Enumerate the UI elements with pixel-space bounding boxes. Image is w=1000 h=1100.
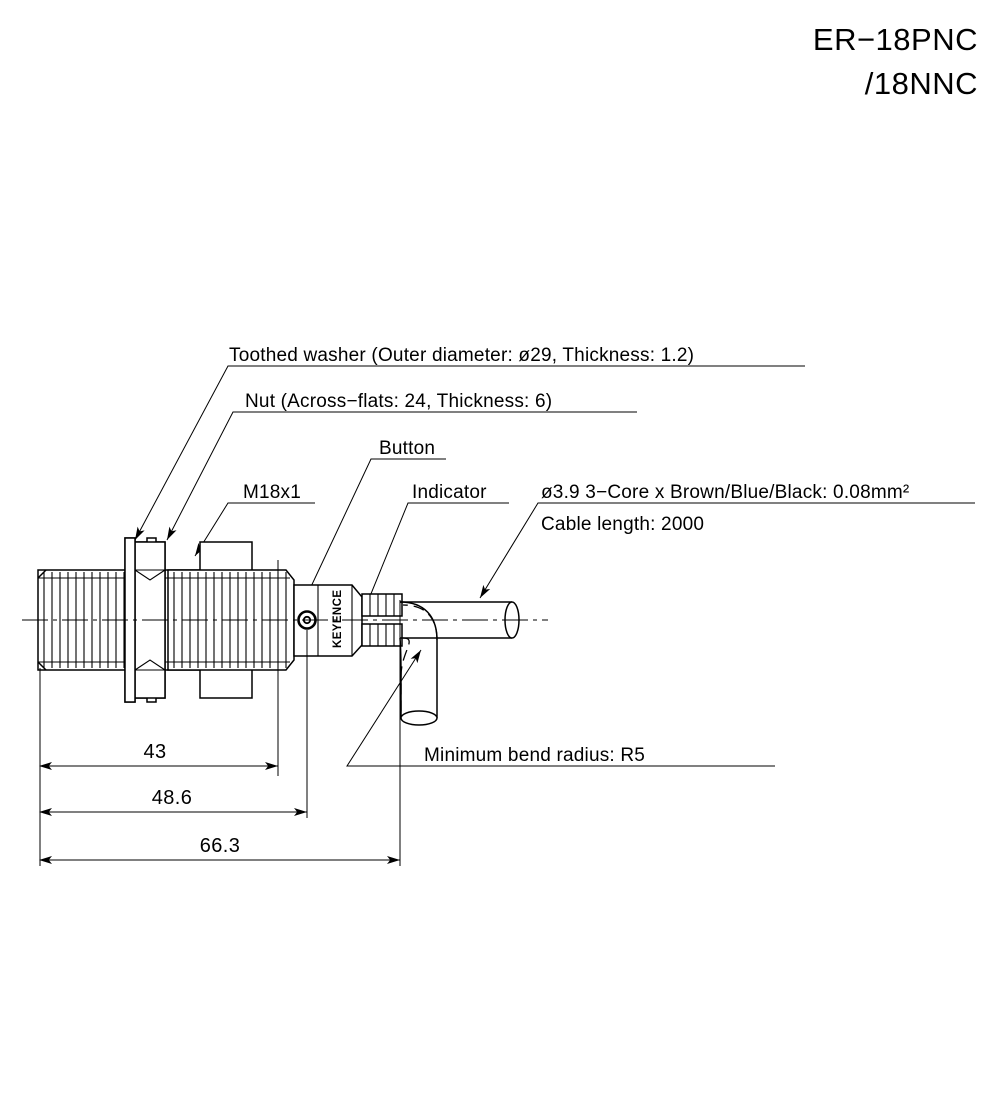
- callout-thread-text: M18x1: [243, 482, 301, 503]
- leader-button: [299, 458, 446, 611]
- leader-nut: [166, 411, 637, 541]
- strain-relief-ribs: [361, 593, 403, 647]
- callout-nut-text: Nut (Across−flats: 24, Thickness: 6): [245, 391, 552, 412]
- callout-bend-radius-text: Minimum bend radius: R5: [424, 745, 645, 766]
- brand-label: KEYENCE: [332, 590, 344, 648]
- callout-button-text: Button: [379, 438, 435, 459]
- leader-toothed-washer: [134, 365, 805, 541]
- leader-cable: [479, 502, 975, 599]
- leader-bend-radius: [346, 649, 775, 767]
- callout-toothed-washer-text: Toothed washer (Outer diameter: ø29, Thi…: [229, 345, 694, 366]
- callout-cable-spec-text: ø3.9 3−Core x Brown/Blue/Black: 0.08mm²: [541, 482, 909, 503]
- dim-value-48-6: 48.6: [152, 787, 193, 809]
- title-line-2: /18NNC: [865, 66, 978, 101]
- leader-thread: [194, 502, 315, 557]
- dim-value-43: 43: [143, 741, 166, 763]
- title-line-1: ER−18PNC: [813, 22, 978, 57]
- dim-value-66-3: 66.3: [200, 835, 241, 857]
- callout-cable-length-text: Cable length: 2000: [541, 514, 704, 535]
- callout-indicator-text: Indicator: [412, 482, 487, 503]
- leader-indicator: [362, 502, 509, 610]
